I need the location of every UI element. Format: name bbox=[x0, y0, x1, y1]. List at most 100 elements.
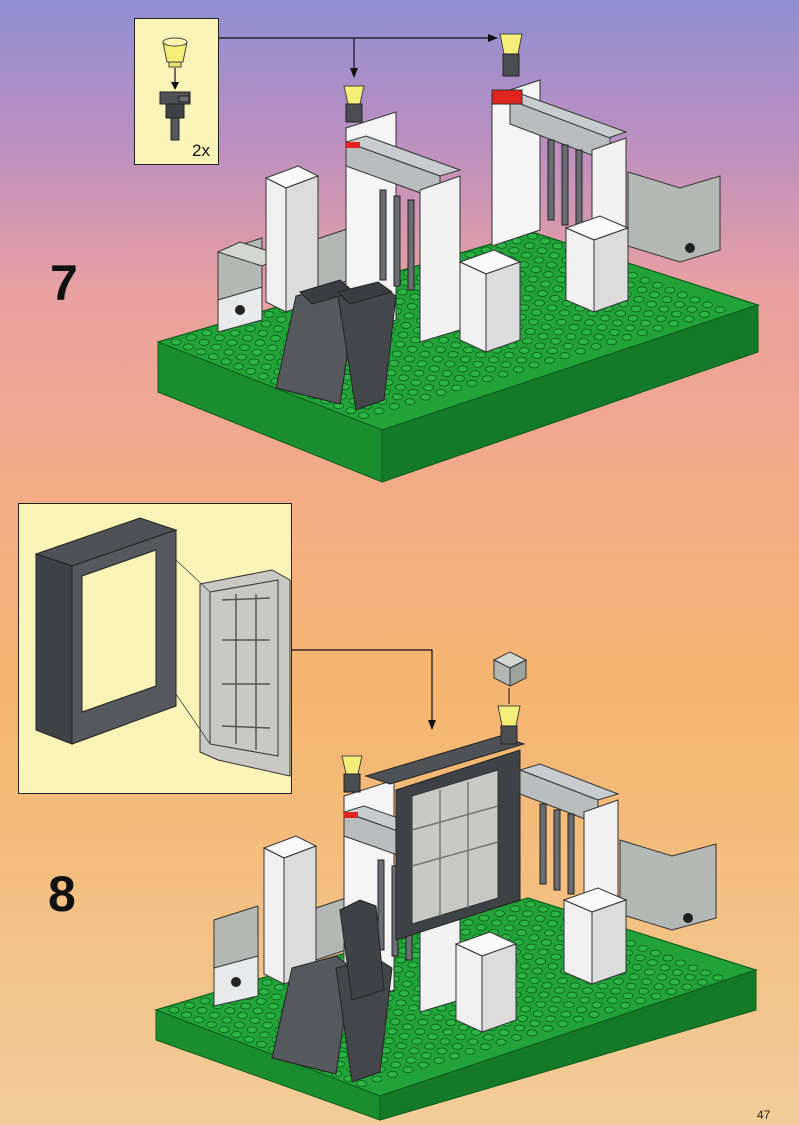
stud bbox=[407, 388, 419, 396]
step-number-8: 8 bbox=[48, 866, 76, 922]
stud bbox=[436, 1047, 448, 1055]
stud bbox=[560, 1010, 572, 1018]
stud bbox=[495, 1038, 507, 1046]
stud bbox=[394, 340, 406, 348]
stud bbox=[576, 1006, 587, 1013]
stud bbox=[538, 948, 549, 956]
stud bbox=[404, 398, 416, 406]
stud bbox=[556, 318, 567, 326]
stud bbox=[517, 1015, 528, 1022]
stud bbox=[248, 358, 260, 366]
stud bbox=[549, 294, 561, 302]
stud bbox=[544, 356, 555, 364]
stud bbox=[552, 242, 563, 250]
stud bbox=[568, 323, 580, 331]
stud bbox=[405, 1056, 417, 1064]
stud bbox=[261, 363, 272, 371]
stud bbox=[656, 973, 668, 981]
stud bbox=[482, 375, 493, 383]
stud bbox=[579, 996, 590, 1004]
stud bbox=[371, 1075, 383, 1083]
stud bbox=[687, 964, 699, 972]
stud bbox=[513, 366, 524, 373]
stud bbox=[273, 325, 284, 333]
stud bbox=[528, 318, 539, 326]
stud bbox=[464, 1047, 476, 1055]
stud bbox=[543, 313, 555, 321]
dark-gray-door-frame-icon bbox=[34, 517, 178, 745]
stud bbox=[411, 1037, 423, 1045]
stud bbox=[506, 914, 518, 922]
stud bbox=[433, 1014, 444, 1021]
stud bbox=[503, 924, 515, 932]
stud bbox=[511, 1034, 522, 1041]
stud bbox=[562, 342, 574, 350]
stud bbox=[612, 319, 623, 327]
stud bbox=[638, 987, 649, 995]
stud bbox=[414, 1028, 426, 1036]
stud bbox=[551, 996, 562, 1004]
stud bbox=[528, 361, 540, 369]
stud bbox=[274, 983, 285, 991]
stud bbox=[392, 1009, 404, 1016]
stud bbox=[569, 982, 581, 990]
stud bbox=[697, 978, 708, 986]
stud bbox=[424, 1042, 435, 1050]
stud bbox=[533, 256, 545, 264]
stud bbox=[675, 959, 686, 967]
stud bbox=[239, 344, 250, 351]
stud bbox=[467, 1038, 479, 1046]
stud bbox=[631, 963, 643, 971]
stud bbox=[534, 342, 546, 350]
stud bbox=[590, 343, 602, 350]
stud bbox=[534, 915, 546, 922]
stud bbox=[649, 291, 660, 299]
stud bbox=[209, 1011, 220, 1019]
stud bbox=[594, 992, 606, 999]
stud bbox=[588, 1011, 600, 1018]
stud bbox=[531, 309, 542, 316]
stud bbox=[547, 963, 559, 970]
stud bbox=[644, 968, 655, 976]
stud bbox=[442, 1028, 454, 1036]
stud bbox=[413, 369, 425, 377]
stud bbox=[545, 1015, 556, 1023]
stud bbox=[224, 1007, 236, 1014]
stud bbox=[532, 1010, 544, 1018]
stud bbox=[596, 324, 608, 331]
stud bbox=[699, 310, 710, 318]
stud bbox=[525, 328, 536, 335]
stud bbox=[427, 1033, 438, 1040]
stud bbox=[402, 1023, 413, 1031]
stud bbox=[537, 290, 548, 297]
stud bbox=[237, 1012, 248, 1019]
stud bbox=[526, 986, 537, 994]
stud bbox=[401, 980, 413, 988]
stud bbox=[582, 987, 593, 994]
stud bbox=[686, 305, 698, 313]
stud bbox=[251, 348, 263, 356]
stud bbox=[662, 954, 674, 962]
stud bbox=[538, 991, 550, 999]
stud bbox=[199, 997, 211, 1005]
stud bbox=[559, 352, 571, 360]
stud bbox=[509, 905, 521, 913]
stud bbox=[712, 974, 724, 982]
stud bbox=[593, 333, 605, 341]
stud bbox=[195, 348, 207, 356]
stud bbox=[445, 1019, 457, 1026]
stud bbox=[633, 295, 645, 303]
stud bbox=[397, 288, 408, 296]
stud bbox=[625, 940, 636, 947]
stud bbox=[168, 1006, 180, 1014]
step-number-7: 7 bbox=[50, 255, 78, 311]
stud bbox=[265, 1012, 276, 1020]
stud bbox=[416, 360, 428, 368]
stud bbox=[530, 266, 542, 274]
trans-yellow-cone-right bbox=[497, 705, 521, 745]
stud bbox=[404, 971, 416, 978]
stud bbox=[392, 393, 403, 401]
stud bbox=[683, 315, 695, 323]
stud bbox=[521, 294, 533, 302]
